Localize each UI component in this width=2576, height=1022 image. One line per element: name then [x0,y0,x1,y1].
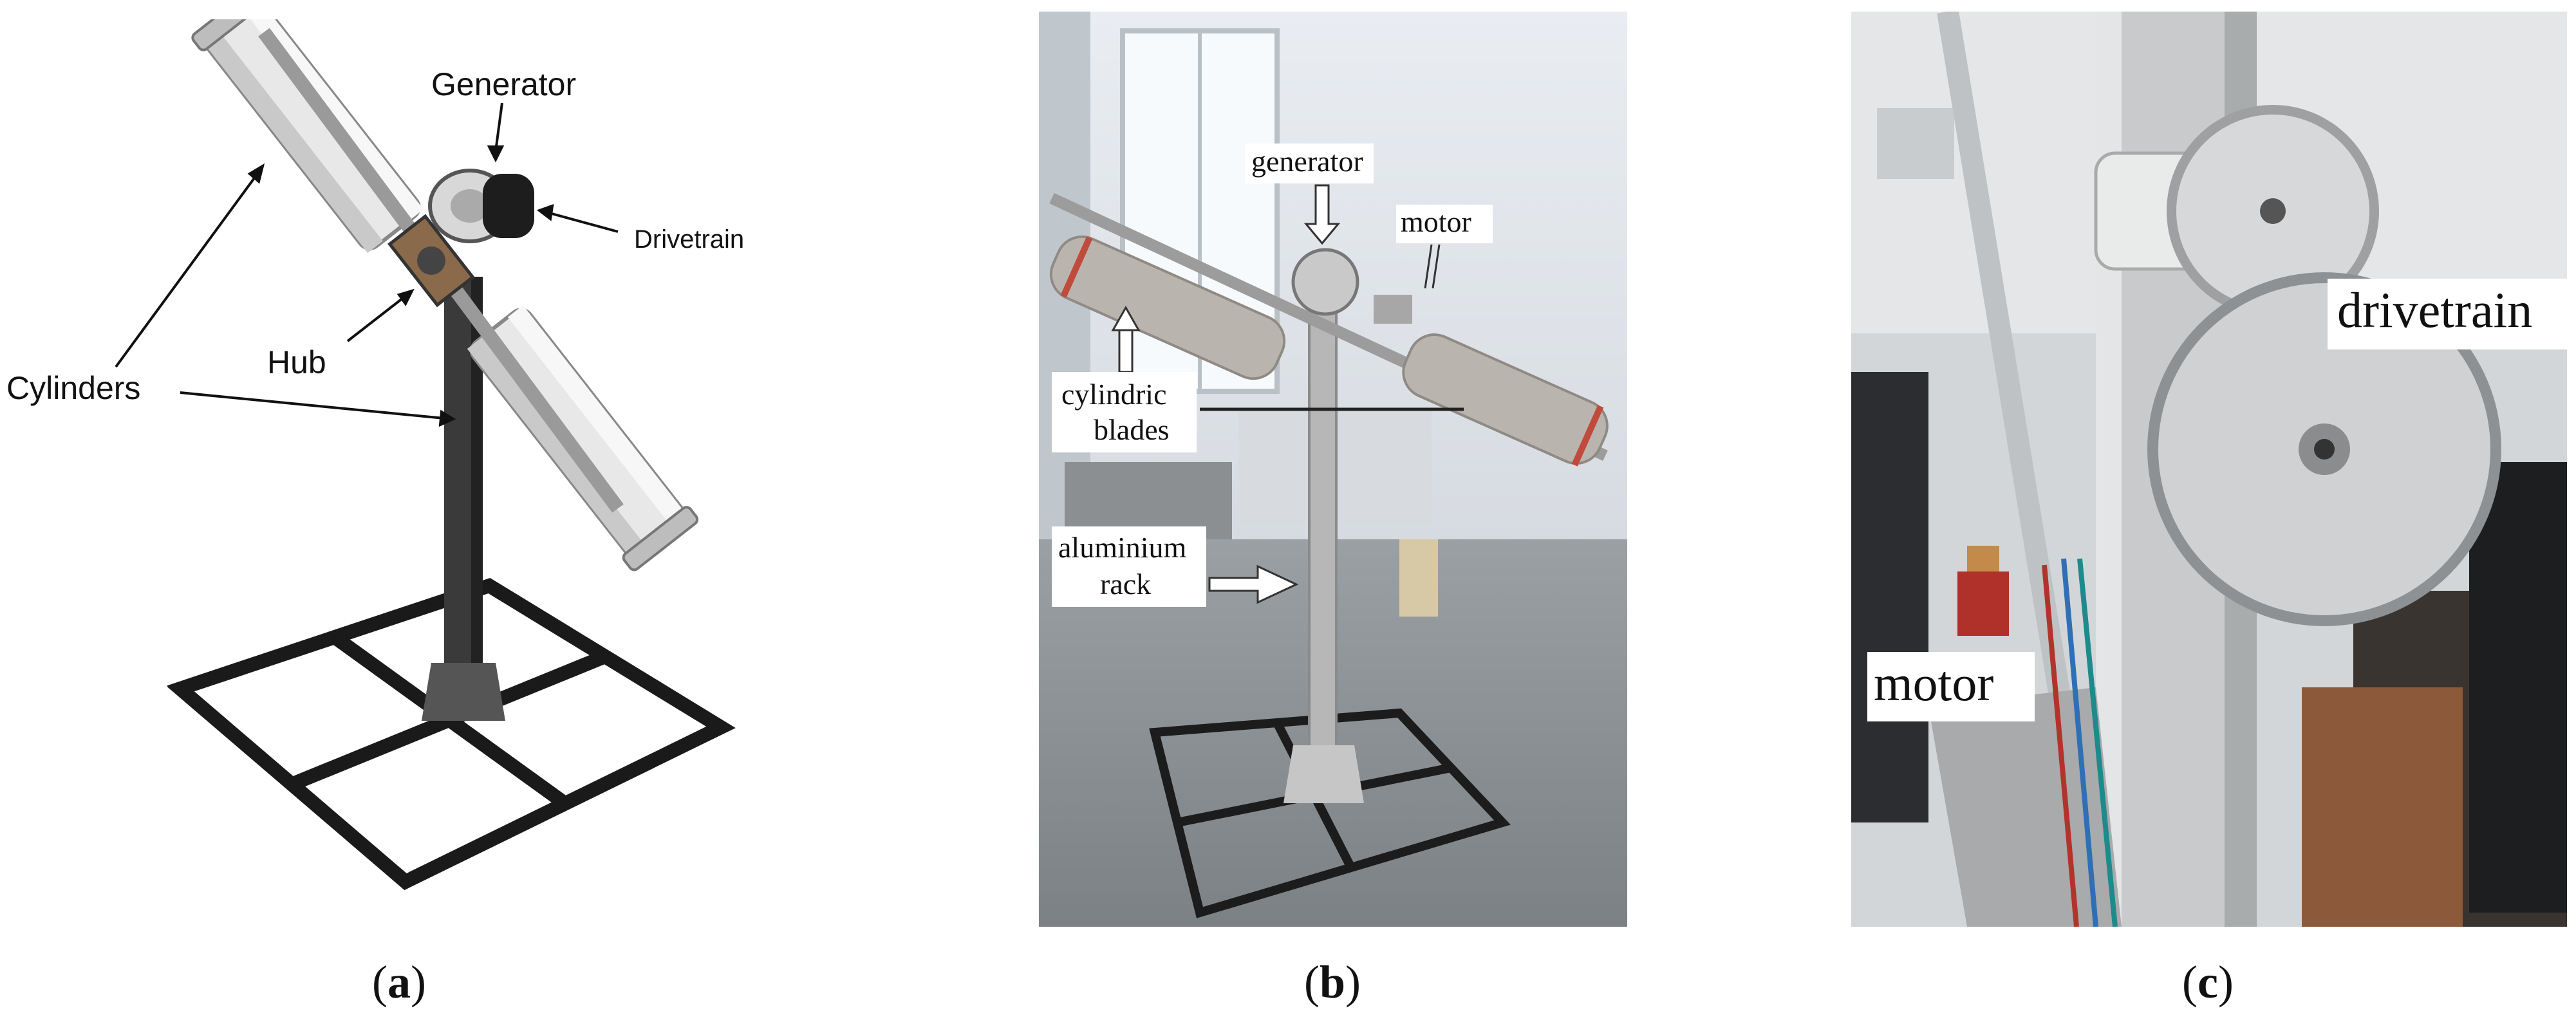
label-aluminium-line1: aluminium [1058,531,1187,564]
panel-c-closeup-photo [1851,12,2567,927]
cylinders-arrowhead-lower [438,409,456,427]
label-generator: Generator [431,66,576,102]
label-cylinders: Cylinders [6,370,140,406]
caption-b-open: ( [1303,956,1320,1008]
cad-model-illustration [167,19,736,891]
label-hub: Hub [267,344,326,380]
wall-box [1877,108,1954,179]
cylinders-leader-upper [115,172,259,368]
cylinders-leader-lower [180,391,445,420]
closeup-photo-illustration [1851,12,2567,927]
label-motor-b: motor [1401,205,1471,238]
label-cylindric-line2: blades [1094,413,1170,446]
panel-a-cad-render [167,19,811,920]
generator-arrow-b [1303,184,1341,245]
cylindric-blade-left [1049,235,1286,380]
cylinder-arrow-b [1118,329,1134,373]
caption-b-close: ) [1345,956,1361,1008]
small-gear [2167,105,2379,317]
rack-arrow-b [1208,564,1299,604]
caption-b-letter: b [1319,956,1346,1008]
caption-a-open: ( [372,956,387,1008]
label-aluminium-line2: rack [1100,568,1151,600]
panel-c-annotations: drivetrain motor [1867,279,2567,721]
caption-a-close: ) [411,956,426,1008]
label-drivetrain-c: drivetrain [2337,282,2532,338]
motor-body [1374,295,1412,324]
drivetrain-arrowhead [536,204,554,221]
caption-c-open: ( [2182,956,2198,1008]
caption-c-letter: c [2198,956,2218,1008]
drivetrain-leader [546,211,619,233]
panel-b-annotations: generator motor cylindric blades alumini… [1052,144,1493,607]
motor-body [1957,571,2009,636]
caption-a: (a) [335,956,463,1009]
cylindric-blade-right [1402,333,1609,467]
large-gear [2147,272,2501,626]
generator-body [1291,248,1359,316]
diagonal-rail [1937,12,2075,721]
aluminium-rack [1308,281,1338,772]
support-post [422,277,505,721]
generator-arrowhead [487,145,505,163]
generator-leader [494,102,503,152]
generator [428,169,534,243]
hub-leader [346,295,407,342]
caption-b: (b) [1268,956,1397,1009]
cylinders-arrowhead-upper [247,163,265,184]
caption-a-letter: a [387,956,411,1008]
caption-c: (c) [2143,956,2272,1009]
label-motor-c: motor [1874,655,1993,711]
label-generator-b: generator [1251,145,1363,178]
label-cylindric-line1: cylindric [1061,378,1167,411]
hub [387,214,476,308]
caption-c-close: ) [2217,956,2234,1008]
panel-a-annotations: Generator Drivetrain Cylinders Hub [6,66,744,427]
hub-arrowhead [397,288,415,306]
label-drivetrain: Drivetrain [634,225,744,254]
